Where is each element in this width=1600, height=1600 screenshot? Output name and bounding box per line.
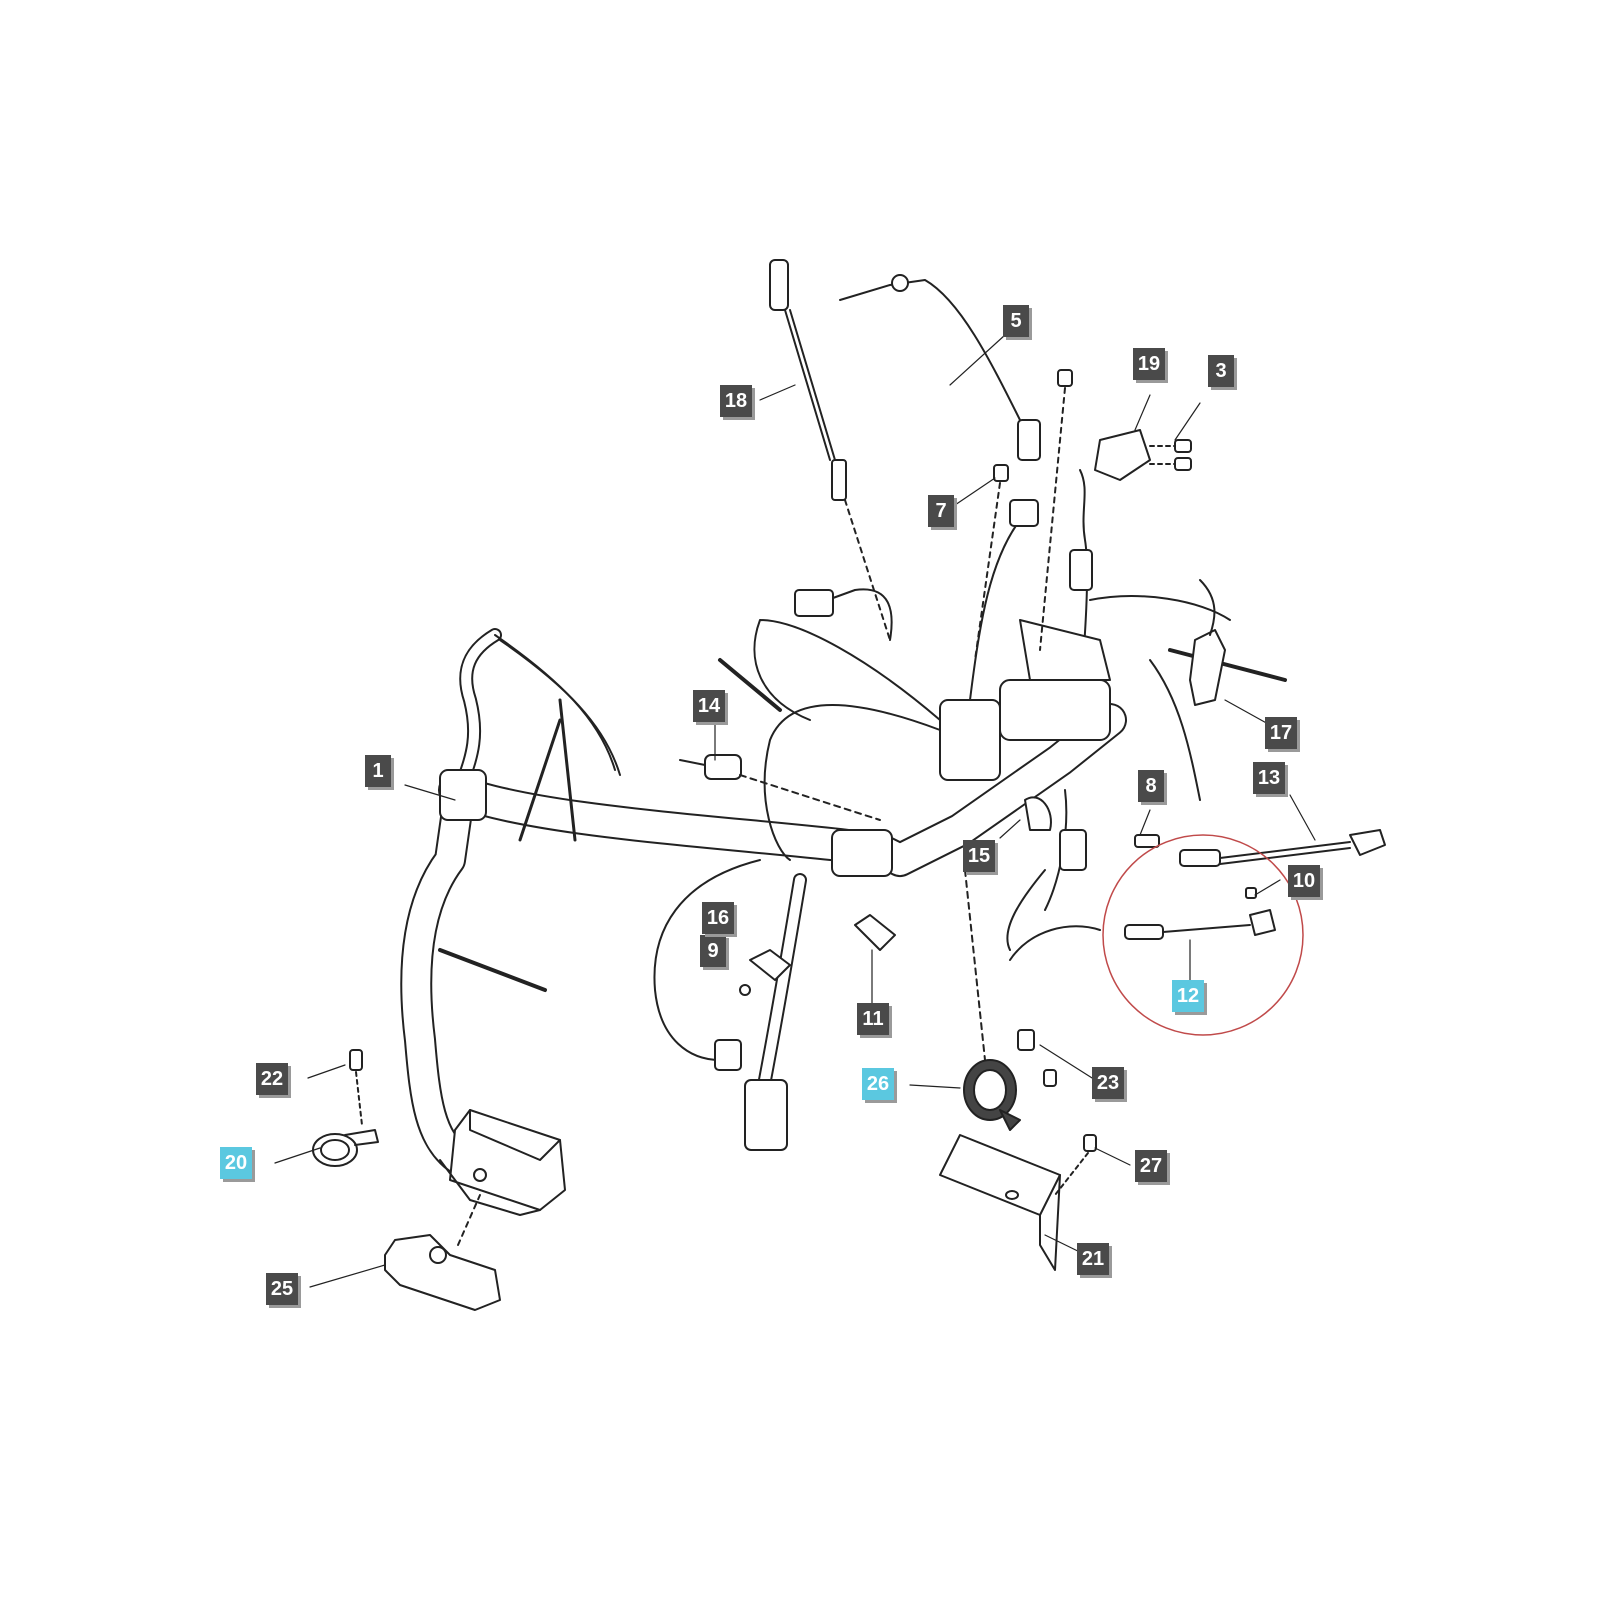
callout-10[interactable]: 10: [1288, 865, 1320, 897]
sensor-11: [854, 914, 896, 951]
horn-26: [963, 869, 1021, 1131]
callout-15[interactable]: 15: [963, 840, 995, 872]
callout-22[interactable]: 22: [256, 1063, 288, 1095]
bracket-21: [939, 1134, 1061, 1271]
lead-13: [1179, 829, 1386, 867]
callout-20[interactable]: 20: [220, 1147, 252, 1179]
callout-16[interactable]: 16: [702, 902, 734, 934]
p-clamp-20: [312, 1049, 379, 1167]
sensor-lead-18: [769, 259, 891, 641]
callout-11[interactable]: 11: [857, 1003, 889, 1035]
main-harness: [400, 628, 1127, 1176]
callout-27[interactable]: 27: [1135, 1150, 1167, 1182]
sensor-9: [739, 949, 791, 996]
branch-harnesses: [653, 469, 1287, 1151]
callout-21[interactable]: 21: [1077, 1243, 1109, 1275]
lead-12: [1124, 887, 1276, 940]
callout-26[interactable]: 26: [862, 1068, 894, 1100]
callout-19[interactable]: 19: [1133, 348, 1165, 380]
callout-5[interactable]: 5: [1003, 305, 1029, 337]
callout-7[interactable]: 7: [928, 495, 954, 527]
callout-25[interactable]: 25: [266, 1273, 298, 1305]
ecu-connector-block: [439, 1109, 566, 1216]
callout-13[interactable]: 13: [1253, 762, 1285, 794]
callout-1[interactable]: 1: [365, 755, 391, 787]
bracket-25: [384, 1194, 501, 1311]
callout-9[interactable]: 9: [700, 935, 726, 967]
callout-12[interactable]: 12: [1172, 980, 1204, 1012]
callout-14[interactable]: 14: [693, 690, 725, 722]
sensor-14: [679, 754, 881, 821]
sensor-17: [1189, 579, 1226, 706]
sensor-19: [1094, 429, 1192, 481]
callout-23[interactable]: 23: [1092, 1067, 1124, 1099]
callout-8[interactable]: 8: [1138, 770, 1164, 802]
bolts-top: [974, 369, 1073, 661]
callout-18[interactable]: 18: [720, 385, 752, 417]
callout-3[interactable]: 3: [1208, 355, 1234, 387]
highlight-circle: [1102, 834, 1304, 1036]
callout-17[interactable]: 17: [1265, 717, 1297, 749]
bolts-lower: [1017, 1029, 1097, 1196]
sensor-lead-5: [839, 274, 1041, 461]
clip-15: [1024, 796, 1160, 848]
